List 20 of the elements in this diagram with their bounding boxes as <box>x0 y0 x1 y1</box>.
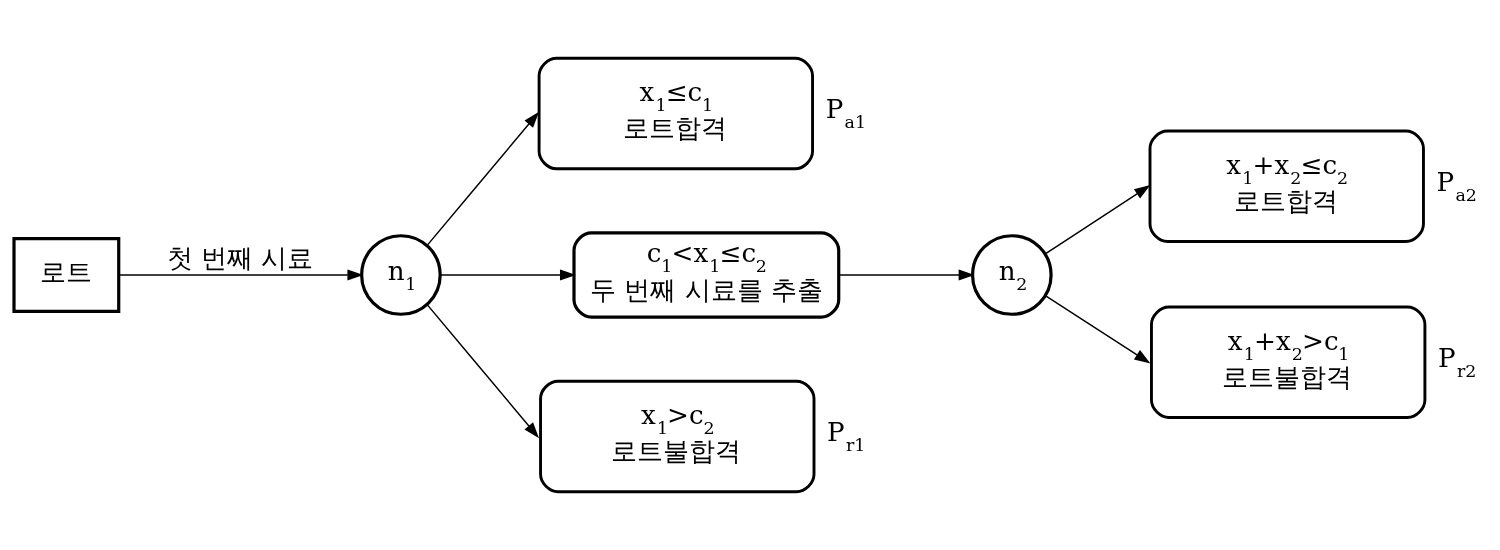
node-label: P$_{r2}$ <box>1438 343 1477 382</box>
arrow <box>426 303 540 439</box>
node-box: x$_{1}$+x$_{2}$>c$_{1}$ 로트불합격 <box>1150 305 1427 419</box>
arrow <box>838 269 975 281</box>
arrow <box>1044 294 1151 364</box>
node-label: P$_{r1}$ <box>827 417 866 456</box>
node-circle: n$_{2}$ <box>970 234 1053 316</box>
node-circle: n$_{1}$ <box>360 234 442 316</box>
edge-label: 첫 번째 시료 <box>166 242 314 273</box>
node-box: x$_{1}$+x$_{2}$≤c$_{2}$ 로트합격 <box>1148 129 1425 243</box>
node-label: P$_{a2}$ <box>1436 167 1477 206</box>
arrow <box>1044 185 1151 255</box>
node-box: x$_{1}$≤c$_{1}$ 로트합격 <box>537 56 814 171</box>
node-label: P$_{a1}$ <box>825 94 867 133</box>
arrow <box>426 111 540 247</box>
node-box: 로트 <box>12 237 121 313</box>
node-box: x$_{1}$>c$_{2}$ 로트불합격 <box>539 379 816 494</box>
arrow <box>118 269 364 281</box>
node-box: c$_{1}$<x$_{1}$≤c$_{2}$ 두 번째 시료를 추출 <box>572 231 841 319</box>
arrow <box>439 269 576 281</box>
